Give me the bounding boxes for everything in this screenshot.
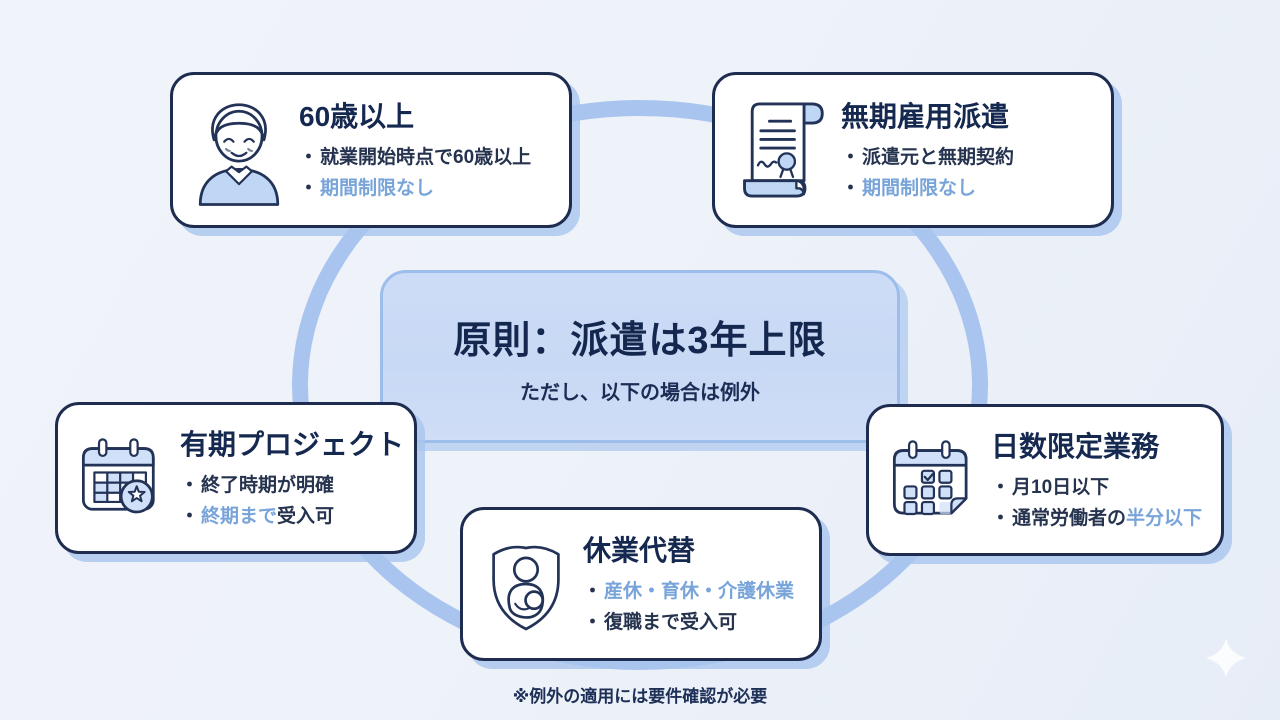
- card-title: 日数限定業務: [991, 431, 1160, 463]
- bullet-item: ・復職まで受入可: [583, 612, 738, 633]
- bullet-item: ・期間制限なし: [299, 178, 435, 199]
- contract-scroll-icon: [733, 96, 829, 204]
- center-principle-box: 原則：派遣は3年上限 ただし、以下の場合は例外: [380, 270, 900, 443]
- bullet-item: ・終期まで受入可: [180, 506, 335, 527]
- sparkle-icon: [1206, 638, 1246, 683]
- card-title: 休業代替: [583, 535, 696, 567]
- card-age-60-plus: 60歳以上 ・就業開始時点で60歳以上 ・期間制限なし: [170, 72, 572, 228]
- bullet-item: ・就業開始時点で60歳以上: [299, 147, 532, 169]
- calendar-check-icon: [887, 432, 979, 528]
- footnote: ※例外の適用には要件確認が必要: [512, 687, 768, 706]
- bullet-item: ・月10日以下: [991, 477, 1110, 499]
- bullet-item: ・派遣元と無期契約: [841, 147, 1015, 169]
- principle-title: 原則：派遣は3年上限: [453, 319, 827, 362]
- elderly-man-icon: [191, 93, 287, 207]
- bullet-item: ・通常労働者の半分以下: [991, 508, 1203, 529]
- card-title: 無期雇用派遣: [841, 101, 1010, 133]
- bullet-item: ・産休・育休・介護休業: [583, 581, 795, 603]
- card-day-limited-work: 日数限定業務 ・月10日以下 ・通常労働者の半分以下: [866, 404, 1224, 556]
- calendar-star-icon: [76, 430, 168, 526]
- card-title: 60歳以上: [299, 101, 415, 133]
- card-leave-replacement: 休業代替 ・産休・育休・介護休業 ・復職まで受入可: [460, 507, 822, 661]
- bullet-item: ・終了時期が明確: [180, 475, 335, 497]
- principle-subtitle: ただし、以下の場合は例外: [520, 381, 760, 404]
- card-title: 有期プロジェクト: [180, 429, 405, 461]
- card-indefinite-employment: 無期雇用派遣 ・派遣元と無期契約 ・期間制限なし: [712, 72, 1114, 228]
- bullet-item: ・期間制限なし: [841, 178, 977, 199]
- card-fixed-term-project: 有期プロジェクト ・終了時期が明確 ・終期まで受入可: [55, 402, 417, 554]
- shield-mother-icon: [481, 531, 571, 637]
